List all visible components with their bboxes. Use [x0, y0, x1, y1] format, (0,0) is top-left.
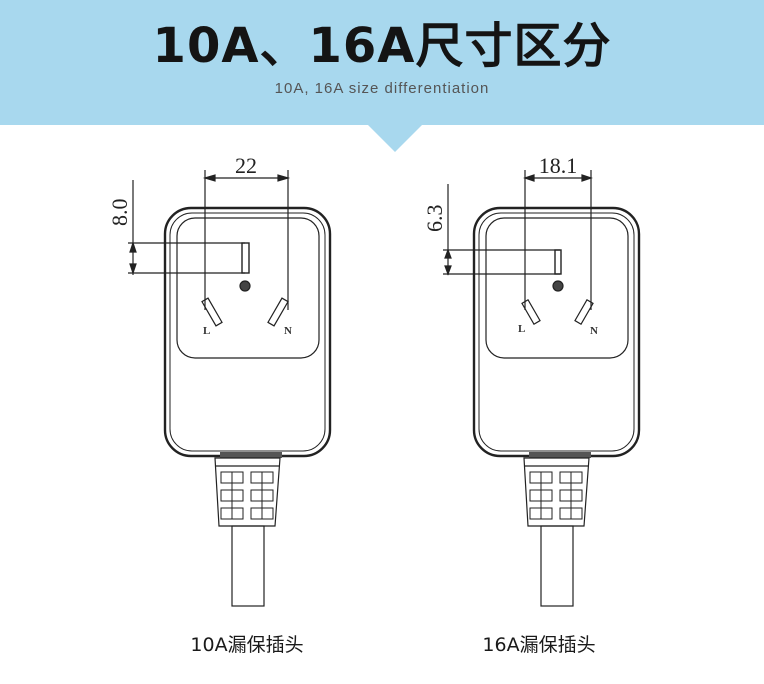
page-subtitle: 10A, 16A size differentiation [274, 80, 490, 97]
page-title: 10A、16A尺寸区分 [152, 18, 612, 74]
pin-label-n: N [590, 325, 598, 337]
width-dimension-label: 18.1 [539, 153, 578, 178]
plug-drawing-10a: 22 8.0 L N [107, 153, 332, 607]
plug-caption-10a: 10A漏保插头 [190, 634, 304, 656]
width-dimension-label: 22 [235, 153, 257, 178]
pin-label-l: L [518, 323, 525, 335]
pin-label-l: L [203, 325, 210, 337]
height-dimension-label: 6.3 [422, 205, 447, 233]
height-dimension-label: 8.0 [107, 199, 132, 227]
banner-pointer [367, 124, 423, 152]
header-banner [0, 0, 764, 125]
plug-caption-16a: 16A漏保插头 [482, 634, 596, 656]
plug-drawing-16a: 18.1 6.3 L N [422, 153, 641, 607]
pin-label-n: N [284, 325, 292, 337]
